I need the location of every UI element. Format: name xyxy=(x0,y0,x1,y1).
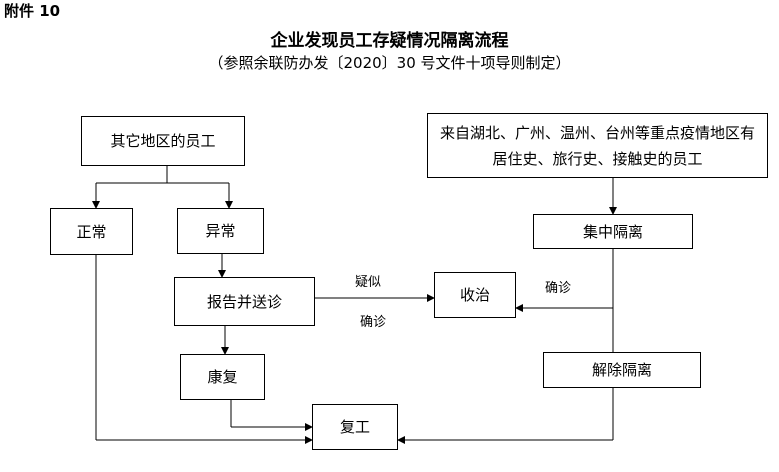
node-report: 报告并送诊 xyxy=(174,277,315,326)
node-release: 解除隔离 xyxy=(543,352,701,388)
edge-label-confirmed-right: 确诊 xyxy=(545,281,572,296)
page-title: 企业发现员工存疑情况隔离流程 xyxy=(270,31,509,51)
node-return: 复工 xyxy=(312,404,398,450)
node-quarantine: 集中隔离 xyxy=(533,214,693,249)
node-normal: 正常 xyxy=(50,208,133,255)
attachment-label: 附件 10 xyxy=(4,2,61,20)
node-abnormal: 异常 xyxy=(177,208,264,254)
node-treat: 收治 xyxy=(434,272,516,318)
node-other-staff: 其它地区的员工 xyxy=(81,116,245,166)
edge-label-suspected: 疑似 xyxy=(355,275,382,290)
edge-label-confirmed-left: 确诊 xyxy=(360,315,387,330)
node-recover: 康复 xyxy=(180,354,265,400)
page-subtitle: （参照余联防办发〔2020〕30 号文件十项导则制定） xyxy=(208,54,571,72)
node-hotspot-staff: 来自湖北、广州、温州、台州等重点疫情地区有居住史、旅行史、接触史的员工 xyxy=(427,113,768,178)
